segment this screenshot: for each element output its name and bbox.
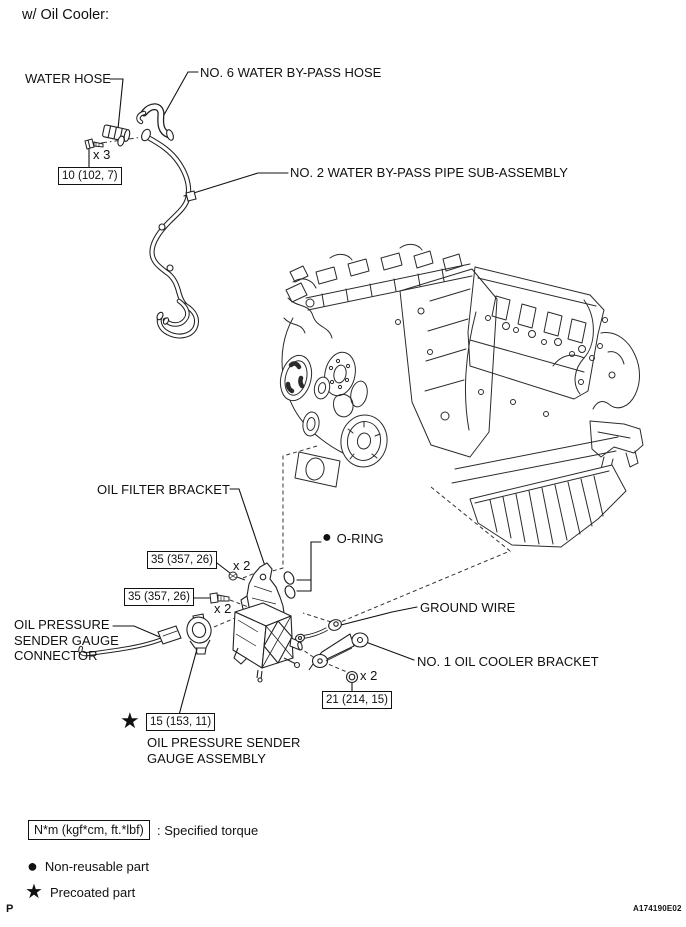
non-reusable-bullet-icon: ● [27,856,38,876]
torque-box-sender-gauge: 15 (153, 11) [146,713,216,731]
o-ring-illustration [283,571,296,599]
label-oil-filter-bracket: OIL FILTER BRACKET [97,482,230,497]
nut-icon [345,670,359,684]
bolt-icon [228,571,246,581]
figure-id: A174190E02 [633,904,682,913]
label-ground-wire: GROUND WIRE [420,600,516,615]
quantity-x2-upper-bolts: x 2 [233,558,251,573]
quantity-x2-bracket-nuts: x 2 [360,668,378,683]
connector-label-line2: SENDER GAUGE [14,632,119,648]
legend-torque-unit-box: N*m (kgf*cm, ft.*lbf) [28,820,150,840]
legend-precoated: ★ Precoated part [25,882,135,902]
label-no1-oil-cooler-bracket: NO. 1 OIL COOLER BRACKET [417,654,599,669]
o-ring-label-text: O-RING [336,530,384,546]
torque-box-bracket-lower: 35 (357, 26) [124,588,195,606]
no2-water-bypass-pipe-illustration [141,128,200,339]
precoated-star-icon: ★ [25,881,43,903]
legend-torque-description: : Specified torque [157,823,259,838]
label-water-hose: WATER HOSE [25,71,111,86]
oil-pressure-sender-gauge-illustration [186,613,212,655]
label-oil-pressure-sender-gauge-assembly: OIL PRESSURE SENDER GAUGE ASSEMBLY [147,735,300,767]
bolt-icon [209,592,230,604]
page-title: w/ Oil Cooler: [22,7,110,23]
leader-lines [88,71,418,716]
precoated-star-icon: ★ [120,708,140,733]
torque-box-cooler-bracket: 21 (214, 15) [322,691,393,709]
assembly-label-line2: GAUGE ASSEMBLY [147,751,266,766]
page-marker: P [6,903,14,915]
assembly-label-line1: OIL PRESSURE SENDER [147,735,301,750]
legend-precoated-text: Precoated part [49,884,136,900]
torque-box-water-bypass-pipe: 10 (102, 7) [58,167,122,185]
water-hose-fitting-illustration [102,124,131,147]
label-no2-water-bypass-pipe: NO. 2 WATER BY-PASS PIPE SUB-ASSEMBLY [290,165,568,180]
oil-filter-bracket-illustration [232,562,303,683]
torque-box-bracket-upper: 35 (357, 26) [147,551,218,569]
sender-gauge-connector-illustration [78,625,182,657]
no1-oil-cooler-bracket-illustration [308,632,369,671]
label-no6-water-bypass-hose: NO. 6 WATER BY-PASS HOSE [200,65,382,80]
label-o-ring: ●O-RING [322,530,384,546]
quantity-x3: x 3 [93,147,111,162]
connector-label-line1: OIL PRESSURE [14,617,110,632]
label-oil-pressure-sender-gauge-connector: OIL PRESSURE SENDER GAUGE CONNECTOR [14,617,119,664]
no6-water-bypass-hose-illustration [136,103,174,141]
ground-wire-illustration [295,619,342,643]
legend-non-reusable: ● Non-reusable part [27,857,149,875]
connector-label-line3: CONNECTOR [14,648,98,663]
engine-assembly-illustration [279,243,644,548]
quantity-x2-lower-bolts: x 2 [214,601,232,616]
non-reusable-bullet-icon: ● [322,529,332,546]
bolt-icon [84,138,104,150]
legend-non-reusable-text: Non-reusable part [44,858,149,874]
